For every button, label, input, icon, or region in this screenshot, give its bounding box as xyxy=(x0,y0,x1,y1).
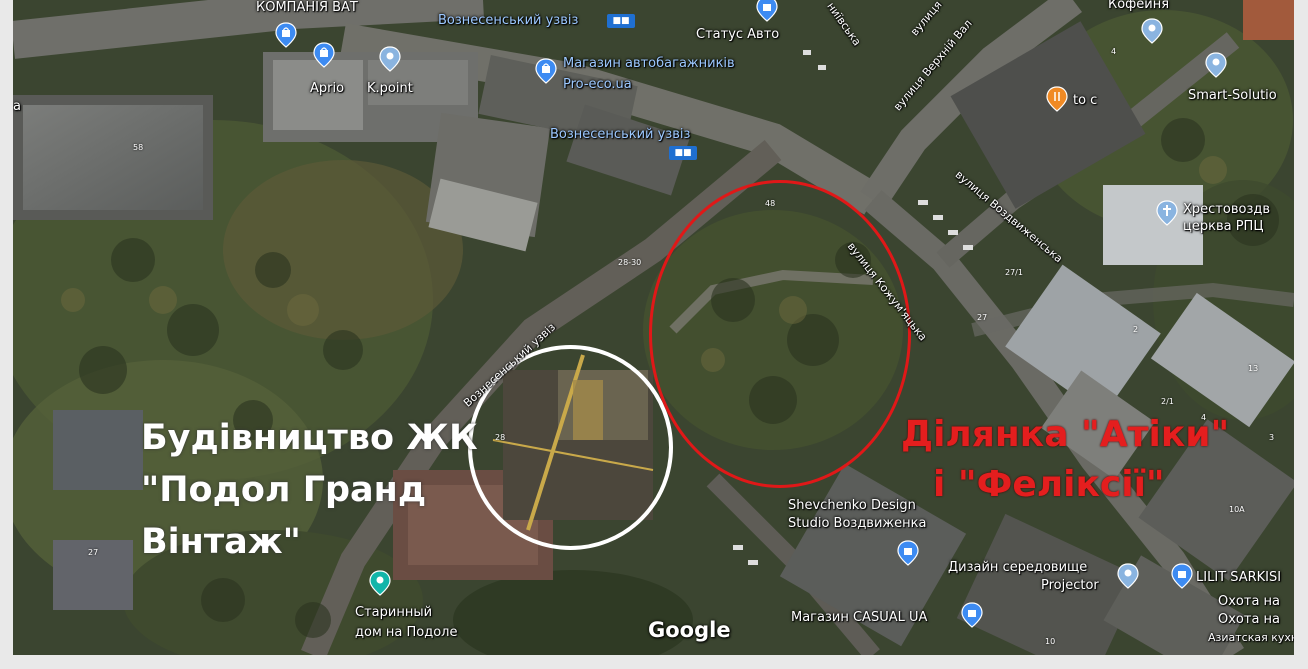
shopping-bag-pin-icon[interactable] xyxy=(275,22,297,48)
location-pin-icon[interactable] xyxy=(369,570,391,596)
house-number: 4 xyxy=(1111,47,1117,56)
label-aprio: Apriо xyxy=(310,81,345,96)
label-shevchenko-1: Shevchenko Design xyxy=(788,498,916,513)
house-number: 28-30 xyxy=(618,258,642,267)
satellite-map[interactable]: КОМПАНІЯ ВАТ Вознесенський узвіз ■■ Стат… xyxy=(13,0,1294,655)
construction-annotation-line: Вінтаж" xyxy=(141,522,301,562)
label-lilit: LILIT SARKISI xyxy=(1196,570,1282,585)
label-dyzain-1: Дизайн середовище xyxy=(948,560,1088,575)
label-smart-solutions: Smart-Solutio xyxy=(1188,88,1277,103)
shopping-bag-pin-icon[interactable] xyxy=(897,540,919,566)
plot-annotation-line: і "Феліксії" xyxy=(933,464,1165,505)
label-kompaniya-vat: КОМПАНІЯ ВАТ xyxy=(256,0,358,15)
location-pin-icon[interactable] xyxy=(379,46,401,72)
label-dyzain-2: Projector xyxy=(1041,578,1099,593)
house-number: 3 xyxy=(1269,433,1275,442)
restaurant-pin-icon[interactable] xyxy=(1046,86,1068,112)
bus-stop-icon[interactable]: ■■ xyxy=(669,146,697,160)
house-number: 27 xyxy=(88,548,99,557)
house-number: 10 xyxy=(1045,637,1056,646)
shopping-bag-pin-icon[interactable] xyxy=(961,602,983,628)
google-logo: Google xyxy=(648,618,731,642)
label-voznesenskyi-uzviz-top: Вознесенський узвіз xyxy=(438,13,579,28)
label-khrestovozdv-2: церква РПЦ xyxy=(1183,219,1264,234)
house-number: 28 xyxy=(495,433,506,442)
house-number: 2/1 xyxy=(1161,397,1174,406)
house-number: 13 xyxy=(1248,364,1259,373)
location-pin-icon[interactable] xyxy=(1205,52,1227,78)
house-number: 2 xyxy=(1133,325,1139,334)
construction-annotation-line: "Подол Гранд xyxy=(141,470,427,510)
construction-annotation-line: Будівництво ЖК xyxy=(141,418,478,458)
shopping-bag-pin-icon[interactable] xyxy=(1171,563,1193,589)
church-pin-icon[interactable] xyxy=(1156,200,1178,226)
label-khrestovozdv-1: Хрестовоздв xyxy=(1183,202,1271,217)
house-number: 4 xyxy=(1201,413,1207,422)
shopping-bag-pin-icon[interactable] xyxy=(313,42,335,68)
label-mahazyn-2: Pro-eco.ua xyxy=(563,77,632,92)
bus-stop-icon[interactable]: ■■ xyxy=(607,14,635,28)
label-shevchenko-2: Studio Воздвиженка xyxy=(788,516,927,531)
construction-site-circle xyxy=(468,345,673,550)
house-number: 48 xyxy=(765,199,776,208)
label-mahazyn-casual: Магазин CASUAL UA xyxy=(791,610,928,625)
plot-annotation-line: Ділянка "Атіки" xyxy=(901,414,1230,455)
label-voznesenskyi-uzviz-mid: Вознесенський узвіз xyxy=(550,127,691,142)
construction-annotation: Будівництво ЖК "Подол Гранд Вінтаж" xyxy=(141,412,478,568)
cafe-pin-icon[interactable] xyxy=(1141,18,1163,44)
plot-boundary-circle xyxy=(649,180,911,488)
location-pin-icon[interactable] xyxy=(1117,563,1139,589)
label-okhota-1: Охота на xyxy=(1218,594,1281,609)
label-left-edge: а xyxy=(13,99,21,114)
label-starynnyi-2: дом на Подоле xyxy=(355,625,458,640)
label-starynnyi-1: Старинный xyxy=(355,605,433,620)
house-number: 27 xyxy=(977,313,988,322)
label-okhota-2: Охота на xyxy=(1218,612,1281,627)
label-aziatska: Азиатская кухн xyxy=(1208,631,1294,644)
house-number: 27/1 xyxy=(1005,268,1023,277)
label-to-cafe: to с xyxy=(1073,93,1098,108)
plot-annotation: Ділянка "Атіки" і "Феліксії" xyxy=(901,410,1229,510)
label-mahazyn-1: Магазин автобагажників xyxy=(563,56,735,71)
shopping-bag-pin-icon[interactable] xyxy=(756,0,778,22)
house-number: 10А xyxy=(1229,505,1245,514)
label-kpoint: K.point xyxy=(367,81,413,96)
house-number: 58 xyxy=(133,143,144,152)
label-status-avto: Статус Авто xyxy=(696,27,780,42)
shopping-bag-pin-icon[interactable] xyxy=(535,58,557,84)
label-kofeinia: Кофейня xyxy=(1108,0,1170,12)
